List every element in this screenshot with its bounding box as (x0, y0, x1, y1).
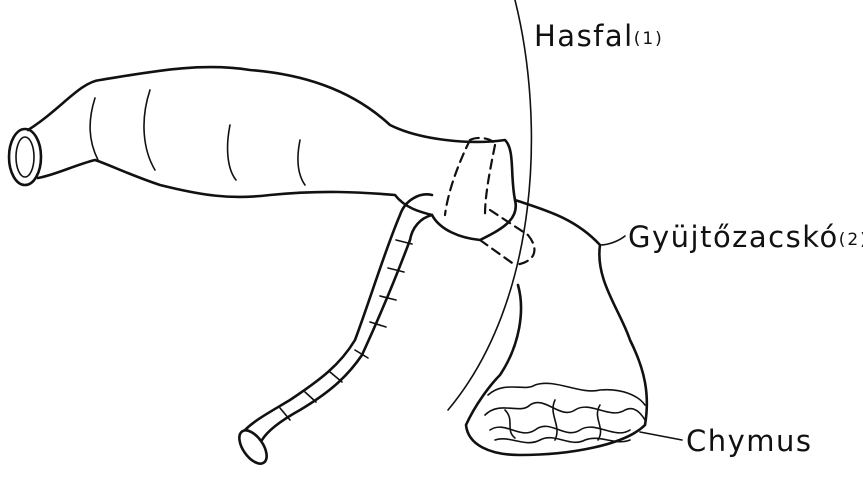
chyme-contents (485, 383, 645, 442)
collecting-bag (466, 200, 647, 455)
abdominal-wall-label: Hasfal(1) (534, 19, 664, 53)
chyme-label: Chymus (686, 424, 813, 458)
bag-label-leader (600, 236, 625, 245)
collecting-bag-label: Gyüjtőzacskó(2) (628, 220, 863, 254)
lower-intestine (245, 194, 432, 440)
lower-intestine-opening (234, 426, 272, 469)
upper-intestine (28, 67, 516, 240)
chyme-label-leader (640, 432, 682, 440)
abdominal-wall-line (448, 0, 531, 410)
upper-intestine-lumen (16, 137, 34, 177)
